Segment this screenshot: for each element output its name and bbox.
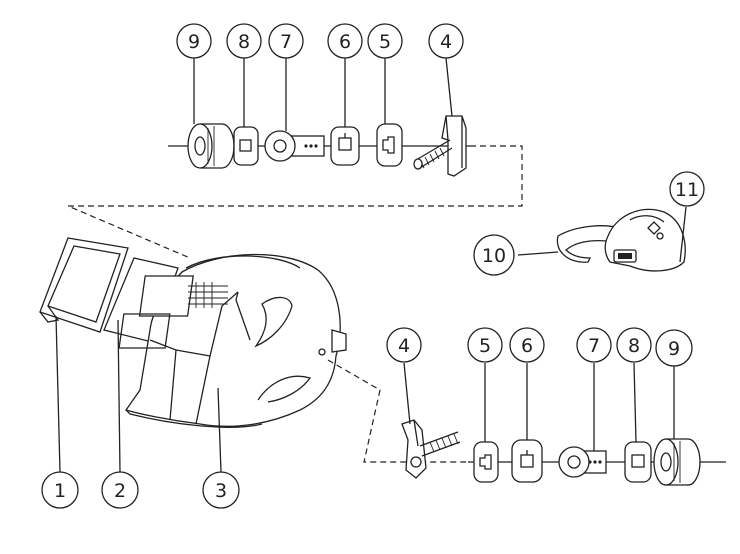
callout-part-3: 3 — [202, 471, 240, 509]
svg-text:5: 5 — [379, 31, 391, 53]
svg-text:9: 9 — [188, 31, 200, 53]
top-ring-part — [264, 130, 325, 162]
top-bolt-part — [413, 115, 467, 177]
callout-bottom-8: 8 — [616, 327, 652, 363]
helmet-assembly: 1 2 3 — [39, 237, 468, 509]
svg-text:8: 8 — [238, 31, 250, 53]
headgear-assembly: 10 11 — [473, 171, 705, 276]
callout-part-1: 1 — [41, 471, 79, 509]
svg-text:2: 2 — [114, 480, 126, 502]
filter-lens-part — [39, 237, 129, 333]
svg-text:10: 10 — [482, 245, 506, 267]
callout-part-10: 10 — [473, 234, 515, 276]
top-knob-part — [187, 123, 235, 169]
callout-part-11: 11 — [669, 171, 705, 207]
bottom-bolt-part — [401, 419, 461, 479]
svg-text:7: 7 — [588, 335, 600, 357]
svg-text:1: 1 — [54, 480, 66, 502]
svg-text:9: 9 — [668, 338, 680, 360]
top-assembly: 9 8 7 6 5 4 — [67, 23, 523, 259]
svg-text:6: 6 — [521, 335, 533, 357]
callout-part-2: 2 — [101, 471, 139, 509]
callout-bottom-7: 7 — [576, 327, 612, 363]
bottom-lock-part — [473, 441, 499, 483]
callout-top-7: 7 — [268, 23, 304, 59]
callout-top-4: 4 — [428, 23, 464, 59]
bottom-knob-part — [653, 438, 701, 486]
helmet-shell-part — [118, 253, 347, 428]
svg-text:4: 4 — [398, 335, 410, 357]
callout-bottom-9: 9 — [655, 329, 693, 367]
svg-text:8: 8 — [628, 335, 640, 357]
callout-top-5: 5 — [367, 23, 403, 59]
callout-bottom-6: 6 — [509, 327, 545, 363]
callout-bottom-5: 5 — [467, 327, 503, 363]
bottom-ratchet-part — [511, 439, 543, 483]
callout-top-8: 8 — [226, 23, 262, 59]
svg-text:11: 11 — [675, 179, 699, 201]
callout-bottom-4: 4 — [386, 327, 422, 363]
svg-text:3: 3 — [215, 480, 227, 502]
top-ratchet-part — [330, 126, 360, 166]
svg-text:4: 4 — [440, 31, 452, 53]
svg-text:7: 7 — [280, 31, 292, 53]
bottom-washer-part — [624, 441, 652, 483]
top-dashed-connector — [67, 145, 523, 259]
top-lock-part — [376, 123, 403, 167]
bottom-assembly: 4 5 6 7 8 9 — [386, 327, 726, 486]
callout-top-9: 9 — [176, 23, 212, 59]
svg-text:5: 5 — [479, 335, 491, 357]
top-washer-part — [233, 126, 259, 166]
callout-top-6: 6 — [327, 23, 363, 59]
svg-text:6: 6 — [339, 31, 351, 53]
bottom-ring-part — [558, 446, 607, 478]
